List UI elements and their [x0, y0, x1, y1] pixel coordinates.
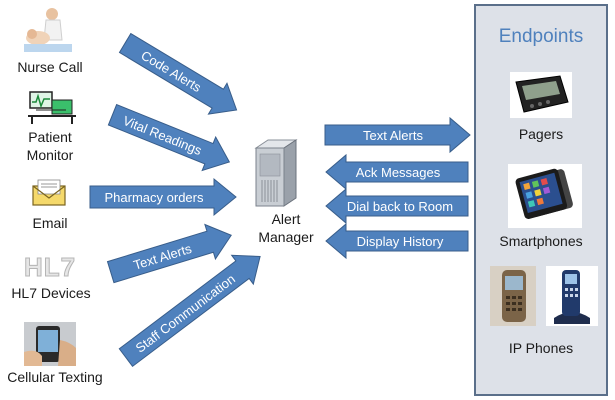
envelope-icon — [32, 179, 66, 206]
source-label-cellular-texting: Cellular Texting — [7, 369, 103, 385]
pager-icon — [510, 72, 572, 118]
source-label-email: Email — [32, 215, 68, 231]
smartphone-icon — [508, 164, 582, 228]
arrow-label-text-alerts-outbound: Text Alerts — [363, 128, 423, 143]
endpoint-label-smartphones: Smartphones — [499, 233, 583, 249]
arrow-label-display-history: Display History — [357, 234, 444, 249]
arrow-label-ack-messages: Ack Messages — [356, 165, 441, 180]
arrow-label-pharmacy-orders: Pharmacy orders — [105, 190, 204, 205]
source-label-hl7-devices: HL7 Devices — [11, 285, 91, 301]
hl7-logo: HL7 — [24, 252, 77, 283]
alert-manager-label: Alert Manager — [258, 211, 314, 245]
ip-phone-icon — [490, 266, 598, 326]
source-label-patient-monitor: Patient Monitor — [26, 129, 74, 163]
phone-in-hand-icon — [24, 322, 76, 366]
source-label-nurse-call: Nurse Call — [17, 59, 83, 75]
endpoints-title: Endpoints — [498, 26, 584, 47]
arrow-label-dial-back-to-room: Dial back to Room — [347, 199, 453, 214]
monitor-bed-icon — [28, 91, 76, 124]
endpoint-label-pagers: Pagers — [518, 126, 564, 142]
server-icon — [254, 139, 298, 207]
endpoint-label-ip-phones: IP Phones — [508, 340, 574, 356]
nurse-photo-icon — [22, 4, 74, 56]
